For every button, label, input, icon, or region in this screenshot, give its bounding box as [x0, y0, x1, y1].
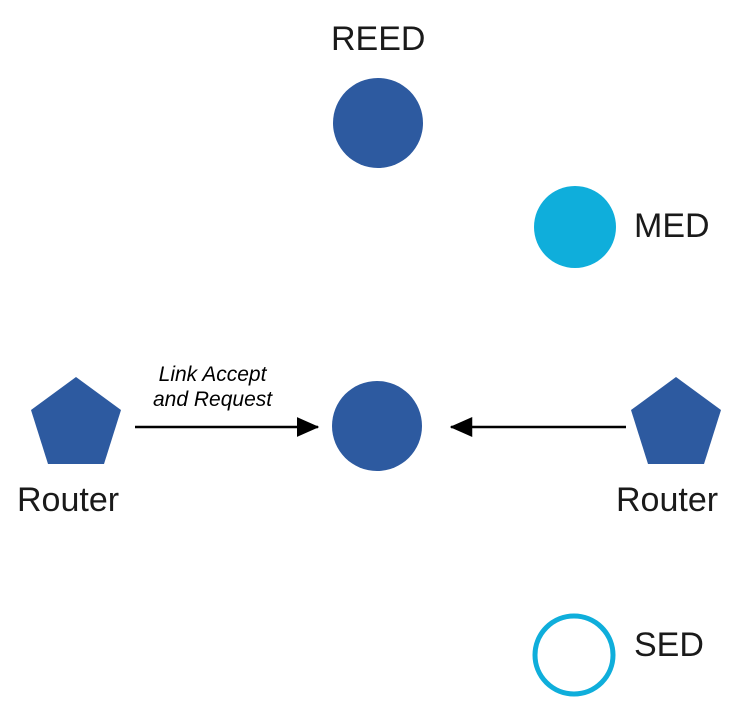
node-router-left-pentagon[interactable]	[31, 377, 121, 464]
node-leader-circle[interactable]	[332, 381, 422, 471]
node-reed-circle[interactable]	[333, 78, 423, 168]
edge-label-link-accept-and-request: Link Accept and Request	[153, 362, 272, 412]
node-label-router-left: Router	[17, 481, 120, 519]
node-label-reed: REED	[331, 20, 426, 58]
edge-label-line-2: and Request	[153, 388, 273, 411]
node-router-right-pentagon[interactable]	[631, 377, 721, 464]
node-label-sed: SED	[634, 626, 704, 664]
node-label-router-right: Router	[616, 481, 719, 519]
node-med-circle[interactable]	[534, 186, 616, 268]
edge-label-line-1: Link Accept	[158, 363, 267, 386]
node-label-med: MED	[634, 207, 710, 245]
node-sed-circle[interactable]	[532, 613, 616, 697]
